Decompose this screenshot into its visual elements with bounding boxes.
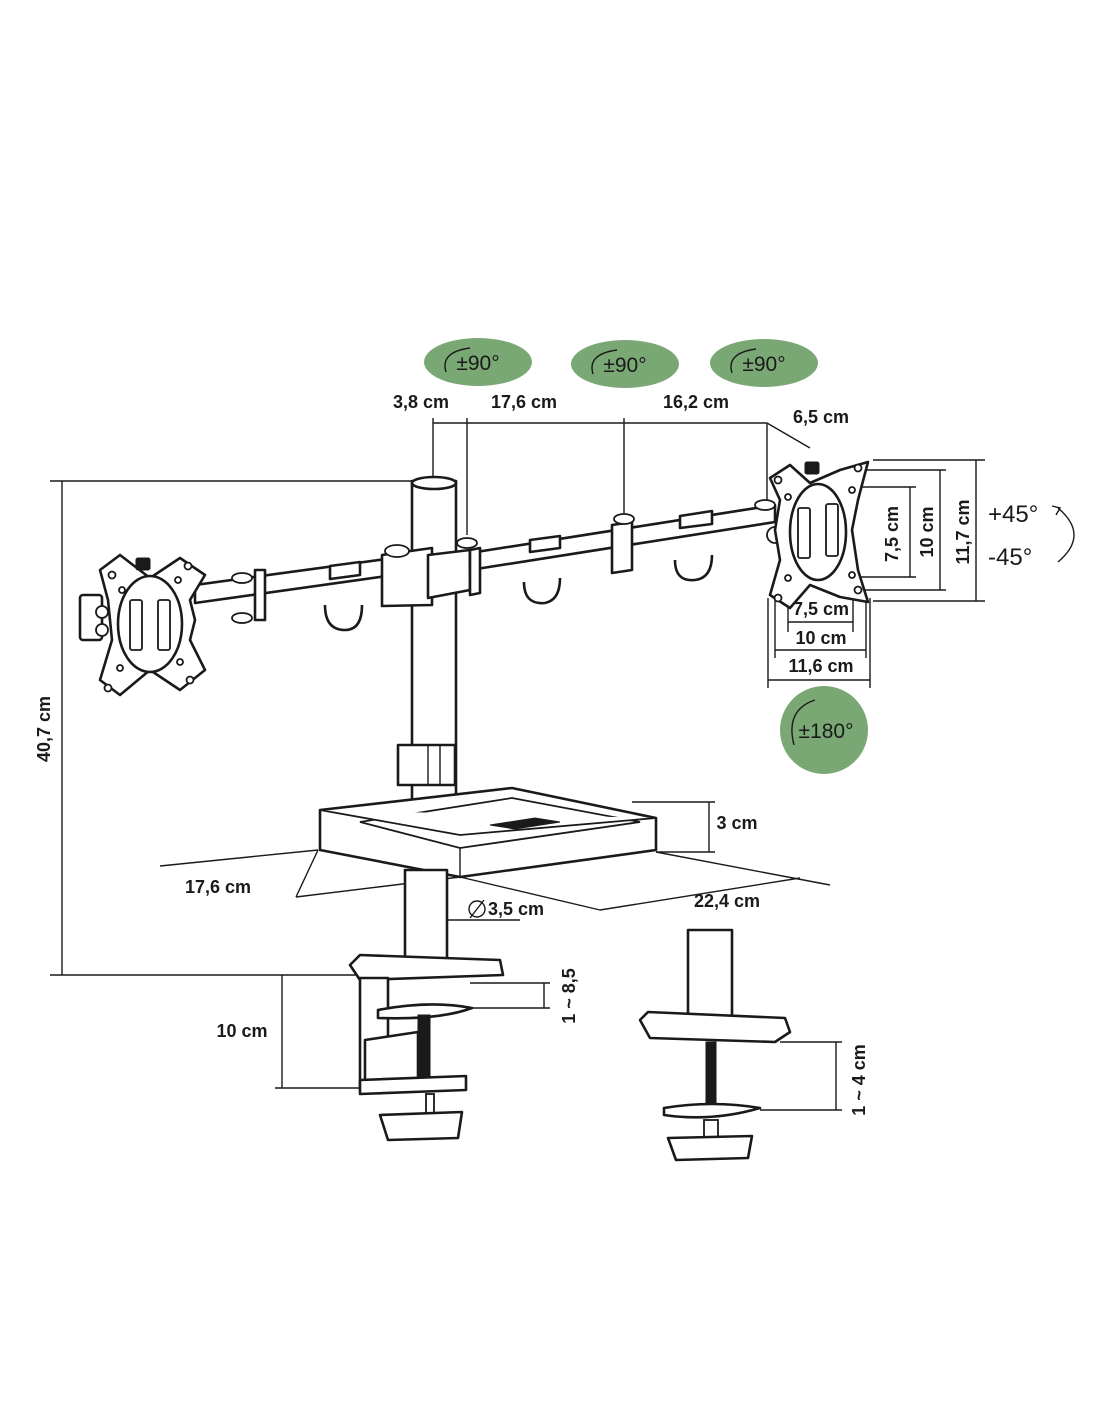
rotation-badge-1: ±90° — [424, 338, 532, 386]
tilt-arrow-icon — [1057, 507, 1075, 563]
tilt-plus-label: +45° — [988, 501, 1038, 528]
rotate-arrow-icon — [444, 347, 471, 373]
dimension-labels: 3,8 cm 17,6 cm 16,2 cm 6,5 cm 7,5 cm 10 … — [34, 392, 973, 1116]
dim-pole-diameter: 3,5 cm — [488, 899, 544, 919]
badge-circle — [571, 340, 679, 388]
rotation-label: ±90° — [456, 352, 499, 375]
dim-plate-depth: 6,5 cm — [793, 407, 849, 427]
rotation-label: ±90° — [603, 354, 646, 377]
rotate-arrow-icon — [591, 349, 618, 375]
tilt-indicator: +45° -45° — [988, 501, 1075, 571]
diameter-icon-slash — [469, 899, 485, 919]
left-vesa-plate — [78, 553, 207, 697]
dim-tray-depth: 17,6 cm — [185, 877, 251, 897]
dim-vesa-h100: 10 cm — [795, 628, 846, 648]
rotation-badge-3: ±90° — [710, 339, 818, 387]
dim-clamp-range: 1 ~ 8,5 — [559, 968, 579, 1024]
dim-total-height: 40,7 cm — [34, 696, 54, 762]
desk-clamp — [348, 868, 505, 1142]
dim-grommet-range: 1 ~ 4 cm — [849, 1044, 869, 1116]
rotate-arrow-icon — [730, 348, 757, 374]
grommet-mount — [638, 928, 792, 1162]
center-arm — [426, 499, 784, 605]
rotate-arrow-icon — [791, 699, 816, 746]
dim-arm-offset: 3,8 cm — [393, 392, 449, 412]
rotation-badge-4: ±180° — [780, 686, 868, 774]
rotation-label: ±90° — [742, 353, 785, 376]
badge-circle — [710, 339, 818, 387]
dim-vesa-h75: 7,5 cm — [793, 599, 849, 619]
dim-arm-segment-1: 17,6 cm — [491, 392, 557, 412]
dim-plate-height: 11,7 cm — [953, 499, 973, 564]
tilt-minus-label: -45° — [988, 544, 1032, 571]
tray — [318, 786, 658, 879]
dim-arm-segment-2: 16,2 cm — [663, 392, 729, 412]
badge-circle — [424, 338, 532, 386]
diameter-icon — [468, 900, 486, 918]
tilt-arrowhead-icon — [1051, 505, 1062, 516]
right-vesa-plate — [768, 460, 870, 610]
dimension-lines — [50, 418, 985, 1111]
pole — [396, 475, 458, 803]
dim-vesa-v75: 7,5 cm — [882, 506, 902, 562]
dim-plate-width: 11,6 cm — [788, 656, 853, 676]
badge-circle — [780, 686, 868, 774]
dim-tray-height: 3 cm — [716, 813, 757, 833]
dim-tray-width: 22,4 cm — [694, 891, 760, 911]
dim-clamp-height: 10 cm — [216, 1021, 267, 1041]
left-arm — [193, 544, 434, 632]
rotation-badge-2: ±90° — [571, 340, 679, 388]
dim-vesa-v100: 10 cm — [917, 506, 937, 557]
rotation-label: ±180° — [799, 720, 854, 743]
